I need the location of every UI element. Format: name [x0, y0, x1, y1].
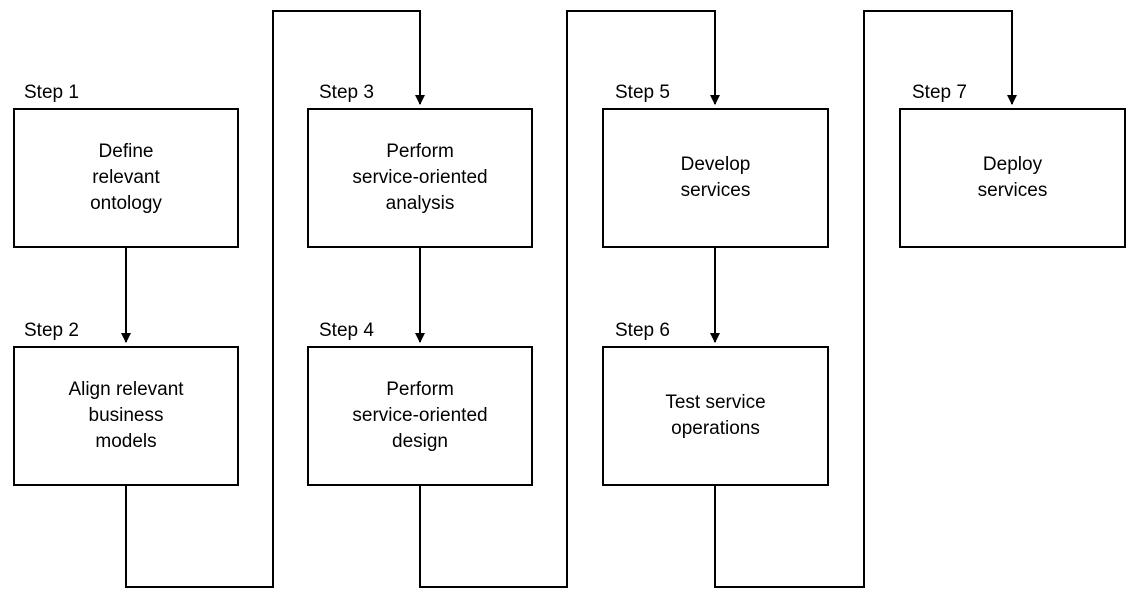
step-6-text-line: operations	[671, 418, 760, 439]
step-4-box: Perform service-oriented design	[307, 346, 533, 486]
step-6-text-line: Test service	[665, 392, 766, 413]
step-7-text-line: services	[977, 180, 1048, 201]
connector-step6-to-step7	[714, 10, 1017, 588]
connector-step4-to-step5	[419, 10, 720, 588]
step-7-label: Step 7	[912, 82, 967, 103]
step-2-box: Align relevant business models	[13, 346, 239, 486]
step-1-text-line: relevant	[92, 167, 160, 188]
step-5-text-line: Develop	[680, 154, 751, 175]
step-5-text-line: services	[680, 180, 751, 201]
step-5-label: Step 5	[615, 82, 670, 103]
step-7-box: Deploy services	[899, 108, 1126, 248]
step-1-text-line: ontology	[90, 193, 162, 214]
step-2-label: Step 2	[24, 320, 79, 341]
step-3-text-line: analysis	[385, 193, 455, 214]
step-6-box: Test service operations	[602, 346, 829, 486]
step-3-text-line: Perform	[386, 141, 454, 162]
step-1-label: Step 1	[24, 82, 79, 103]
step-6-label: Step 6	[615, 320, 670, 341]
step-7-text-line: Deploy	[982, 154, 1043, 175]
step-4-label: Step 4	[319, 320, 374, 341]
step-4-text-line: design	[392, 431, 448, 452]
step-1-text-line: Define	[98, 141, 154, 162]
step-3-text-line: service-oriented	[352, 167, 488, 188]
step-2-text-line: Align relevant	[68, 379, 184, 400]
step-4-text-line: service-oriented	[352, 405, 488, 426]
connector-step2-to-step3	[125, 10, 425, 588]
step-3-box: Perform service-oriented analysis	[307, 108, 533, 248]
step-2-text-line: business	[88, 405, 164, 426]
step-5-box: Develop services	[602, 108, 829, 248]
step-2-text-line: models	[95, 431, 157, 452]
step-3-label: Step 3	[319, 82, 374, 103]
step-1-box: Define relevant ontology	[13, 108, 239, 248]
step-4-text-line: Perform	[386, 379, 454, 400]
